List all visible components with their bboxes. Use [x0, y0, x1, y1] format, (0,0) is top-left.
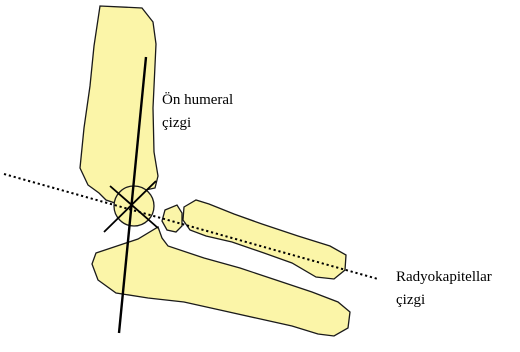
radiocapitellar-line-label-l2: çizgi: [396, 291, 492, 309]
humerus-bone: [80, 6, 158, 203]
anterior-humeral-line-label: Ön humeral çizgi: [162, 91, 233, 132]
anterior-humeral-line-label-l1: Ön humeral: [162, 91, 233, 109]
anterior-humeral-line-label-l2: çizgi: [162, 114, 233, 132]
radiocapitellar-line-label-l1: Radyokapitellar: [396, 268, 492, 286]
radiocapitellar-line-label: Radyokapitellar çizgi: [396, 268, 492, 309]
